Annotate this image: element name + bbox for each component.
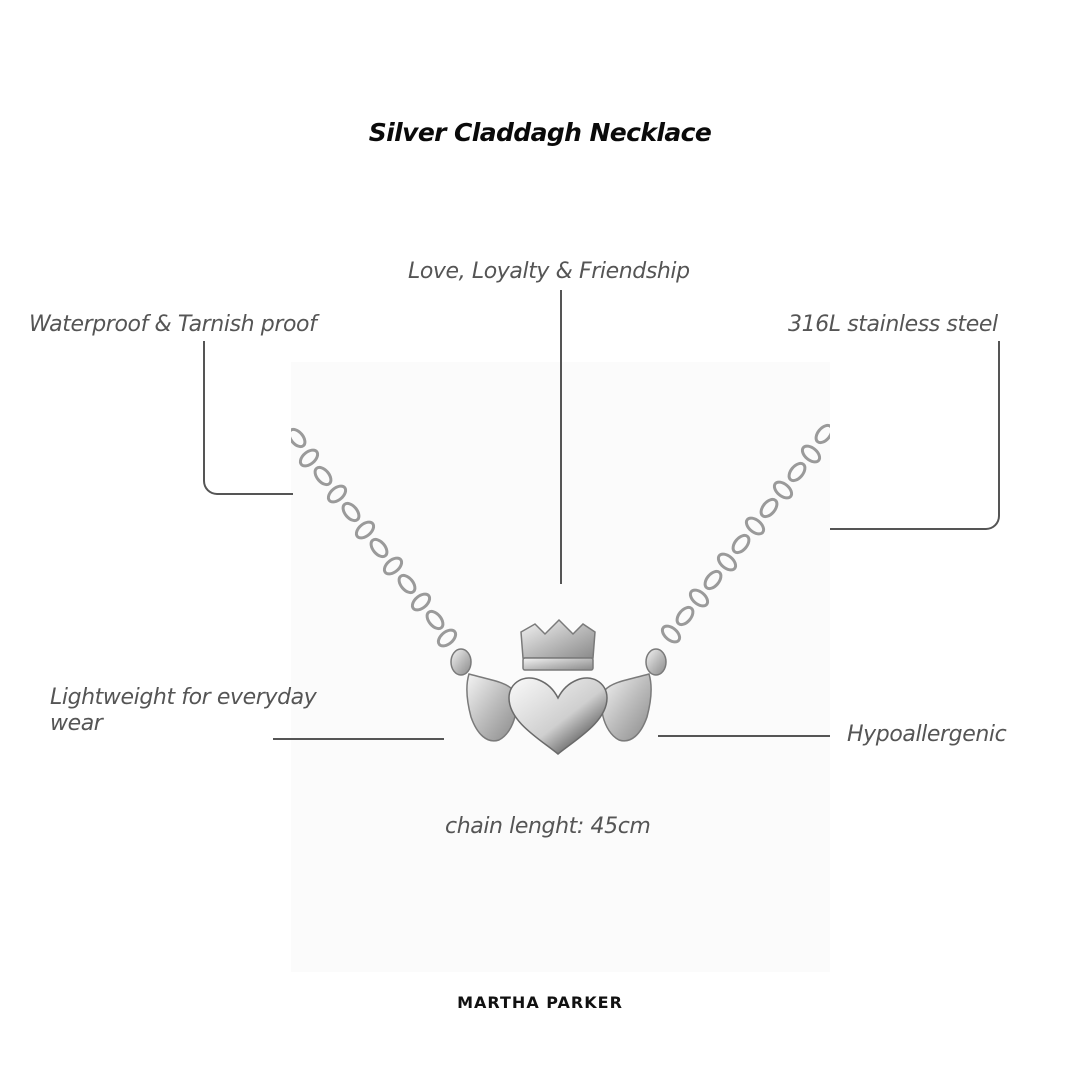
connector-line-top-right <box>830 341 1000 530</box>
claddagh-necklace-image <box>291 423 830 755</box>
product-title: Silver Claddagh Necklace <box>368 118 712 147</box>
feature-label-waterproof: Waterproof & Tarnish proof <box>29 312 317 337</box>
feature-label-hypoallergenic: Hypoallergenic <box>847 722 1007 747</box>
brand-name: MARTHA PARKER <box>457 993 623 1012</box>
connector-line-bottom-left <box>273 738 444 740</box>
connector-line-top-center <box>560 290 562 584</box>
connector-line-top-left <box>203 341 293 495</box>
chain-length-label: chain lenght: 45cm <box>445 814 651 839</box>
feature-label-love-loyalty: Love, Loyalty & Friendship <box>408 259 690 284</box>
feature-label-lightweight: Lightweight for everyday wear <box>50 685 317 736</box>
connector-line-bottom-right <box>658 735 830 737</box>
feature-label-stainless-steel: 316L stainless steel <box>788 312 998 337</box>
